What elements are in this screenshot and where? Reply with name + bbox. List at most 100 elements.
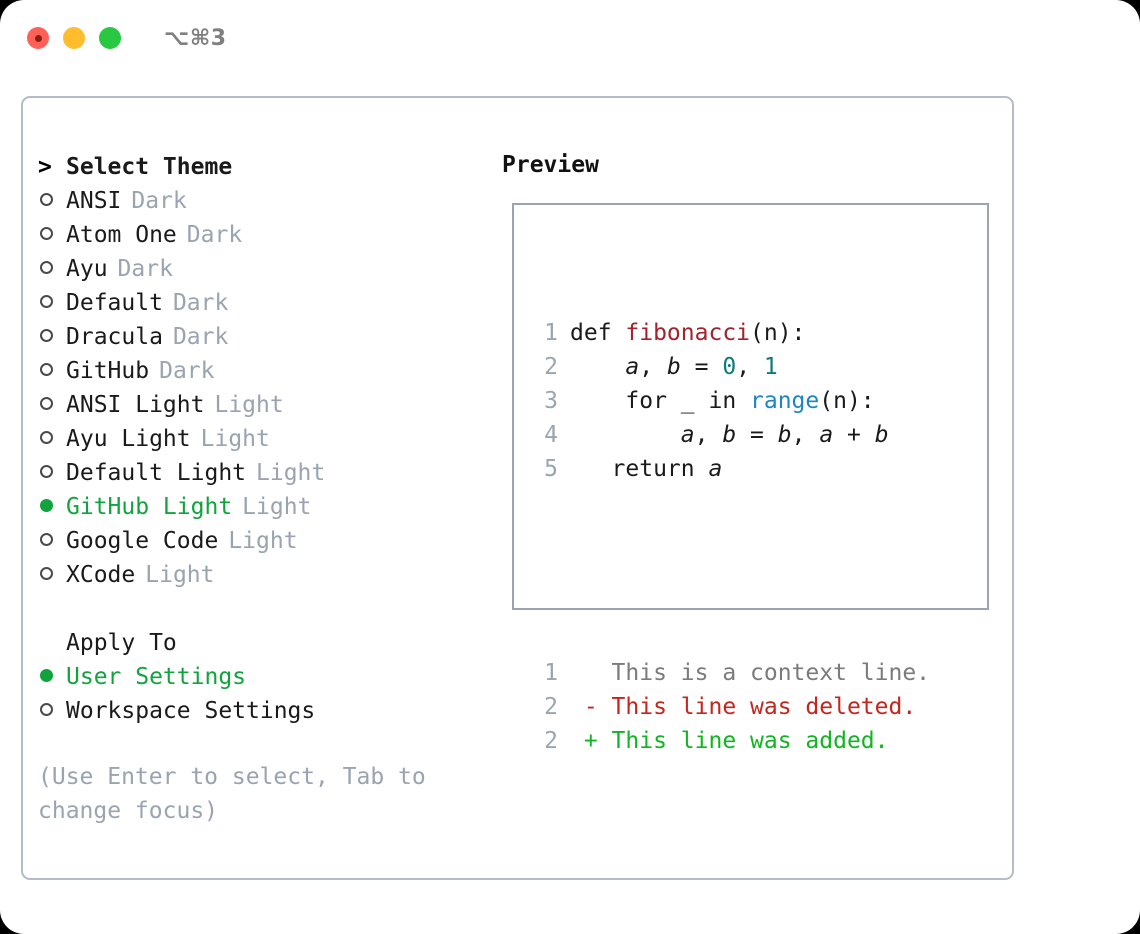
apply-to-heading: Apply To xyxy=(38,626,478,660)
apply-to-option-workspace-settings[interactable]: Workspace Settings xyxy=(38,694,478,728)
code-token: 1 xyxy=(763,354,778,380)
theme-option-label: Google Code xyxy=(66,528,219,554)
line-number: 3 xyxy=(544,388,558,414)
traffic-lights xyxy=(27,27,121,49)
theme-option-ansi-light[interactable]: ANSI Light Light xyxy=(38,388,478,422)
theme-option-github[interactable]: GitHub Dark xyxy=(38,354,478,388)
code-token: fibonacci xyxy=(625,320,751,346)
code-line: 3 for _ in range(n): xyxy=(530,384,930,418)
line-number: 2 xyxy=(544,354,558,380)
code-token: , xyxy=(694,422,723,448)
maximize-window-icon[interactable] xyxy=(99,27,121,49)
theme-option-google-code[interactable]: Google Code Light xyxy=(38,524,478,558)
line-number: 4 xyxy=(544,422,558,448)
theme-option-label: Dracula xyxy=(66,324,163,350)
apply-to-option-label: Workspace Settings xyxy=(66,698,316,724)
theme-option-github-light[interactable]: GitHub Light Light xyxy=(38,490,478,524)
theme-option-label: Ayu Light xyxy=(66,426,191,452)
code-token: range xyxy=(750,388,820,414)
line-number: 1 xyxy=(544,660,558,686)
preview-header: Preview xyxy=(502,150,992,180)
title-bar: ⌥⌘3 xyxy=(0,0,1140,76)
code-token: def xyxy=(570,320,626,346)
code-token: = xyxy=(736,422,778,448)
prompt-caret-icon: > xyxy=(38,154,52,180)
code-line: 5 return a xyxy=(530,452,930,486)
theme-variant-badge: Light xyxy=(145,562,215,588)
code-token xyxy=(570,422,681,448)
apply-to-label: Apply To xyxy=(66,630,177,656)
minimize-window-icon[interactable] xyxy=(63,27,85,49)
code-token: (n): xyxy=(819,388,875,414)
theme-variant-badge: Dark xyxy=(186,222,243,248)
select-theme-heading: > Select Theme xyxy=(38,150,478,184)
code-token: b xyxy=(722,422,737,448)
theme-variant-badge: Light xyxy=(242,494,312,520)
code-token: b xyxy=(777,422,792,448)
code-token: (n): xyxy=(750,320,806,346)
diff-line-text: This is a context line. xyxy=(570,660,931,686)
theme-option-xcode[interactable]: XCode Light xyxy=(38,558,478,592)
theme-option-label: Default Light xyxy=(66,460,247,486)
diff-line-added: 2 + This line was added. xyxy=(530,724,930,758)
code-line: 2 a, b = 0, 1 xyxy=(530,350,930,384)
code-token: a xyxy=(708,456,723,482)
theme-option-label: Default xyxy=(66,290,163,316)
theme-variant-badge: Dark xyxy=(159,358,215,384)
preview-heading: Preview xyxy=(502,152,599,178)
code-token: , xyxy=(736,354,764,380)
code-token: a xyxy=(819,422,834,448)
code-token xyxy=(570,354,625,380)
apply-to-option-label: User Settings xyxy=(66,664,247,690)
code-line: 4 a, b = b, a + b xyxy=(530,418,930,452)
line-number: 1 xyxy=(544,320,558,346)
theme-option-label: GitHub xyxy=(66,358,150,384)
diff-line-context: 1 This is a context line. xyxy=(530,656,930,690)
diff-line-text: + This line was added. xyxy=(570,728,889,754)
theme-option-atom-one[interactable]: Atom One Dark xyxy=(38,218,478,252)
code-token: 0 xyxy=(722,354,737,380)
line-number: 2 xyxy=(544,694,558,720)
apply-to-option-user-settings[interactable]: User Settings xyxy=(38,660,478,694)
line-number: 2 xyxy=(544,728,558,754)
code-token: b xyxy=(874,422,889,448)
theme-option-ayu-light[interactable]: Ayu Light Light xyxy=(38,422,478,456)
code-token: , xyxy=(639,354,667,380)
theme-option-default[interactable]: Default Dark xyxy=(38,286,478,320)
code-token: = xyxy=(680,354,723,380)
diff-line-text: - This line was deleted. xyxy=(570,694,917,720)
code-token: a xyxy=(680,422,695,448)
theme-variant-badge: Dark xyxy=(172,290,229,316)
theme-variant-badge: Light xyxy=(214,392,284,418)
theme-option-label: XCode xyxy=(66,562,136,588)
code-token: a xyxy=(625,354,640,380)
blank-line xyxy=(530,554,930,588)
code-token: return xyxy=(570,456,709,482)
code-token: + xyxy=(833,422,875,448)
theme-variant-badge: Dark xyxy=(117,256,173,282)
theme-variant-badge: Dark xyxy=(131,188,187,214)
spacer xyxy=(38,592,478,626)
code-token: , xyxy=(791,422,820,448)
theme-option-label: Atom One xyxy=(66,222,177,248)
line-number: 5 xyxy=(544,456,558,482)
theme-option-label: GitHub Light xyxy=(66,494,233,520)
diff-line-deleted: 2 - This line was deleted. xyxy=(530,690,930,724)
code-line: 1 def fibonacci(n): xyxy=(530,316,930,350)
theme-variant-badge: Light xyxy=(228,528,298,554)
page-title: Select Theme xyxy=(66,154,233,180)
code-token: for _ in xyxy=(570,388,751,414)
theme-option-ansi[interactable]: ANSI Dark xyxy=(38,184,478,218)
theme-option-label: ANSI xyxy=(66,188,122,214)
theme-option-label: ANSI Light xyxy=(66,392,205,418)
theme-variant-badge: Light xyxy=(200,426,270,452)
code-token: b xyxy=(666,354,681,380)
keyboard-hint-text: (Use Enter to select, Tab to change focu… xyxy=(38,764,426,824)
close-window-icon[interactable] xyxy=(27,27,49,49)
